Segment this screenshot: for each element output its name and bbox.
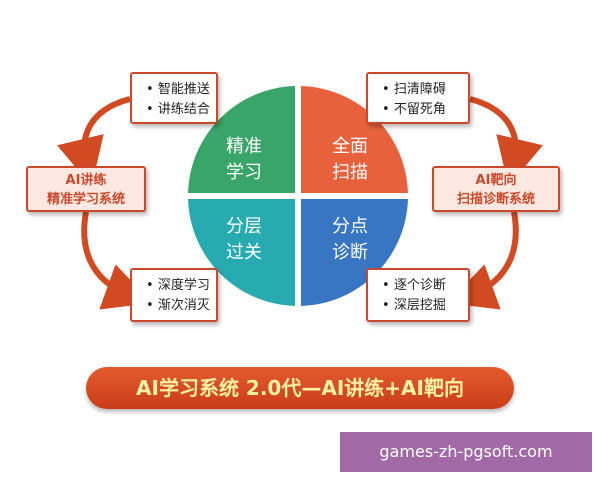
arrow-right-bottom — [447, 211, 519, 310]
arrow-right-top — [469, 96, 543, 187]
quadrant-bottom-right — [301, 199, 408, 306]
box-top-right-item-1: 扫清障碍 — [382, 80, 468, 100]
box-bottom-left-item-1: 深度学习 — [146, 276, 216, 296]
box-top-right: 扫清障碍 不留死角 — [366, 72, 470, 124]
quadrant-bottom-left-text: 分层 过关 — [204, 214, 284, 266]
quadrant-top-left-text: 精准 学习 — [204, 134, 284, 186]
watermark: games-zh-pgsoft.com — [340, 432, 592, 472]
quadrant-top-left-line2: 学习 — [226, 162, 262, 183]
quadrant-top-right-line1: 全面 — [332, 136, 368, 157]
box-bottom-left-item-2: 渐次消灭 — [146, 296, 216, 316]
label-right-line1: AI靶向 — [475, 173, 517, 188]
quadrant-bottom-right-line1: 分点 — [332, 216, 368, 237]
quadrant-top-left — [188, 86, 295, 193]
quadrant-top-right-text: 全面 扫描 — [310, 134, 390, 186]
quadrant-top-right — [301, 86, 408, 193]
box-bottom-right: 逐个诊断 深层挖掘 — [366, 268, 470, 322]
quadrant-bottom-right-line2: 诊断 — [332, 242, 368, 263]
label-right: AI靶向 扫描诊断系统 — [432, 166, 560, 212]
box-bottom-left: 深度学习 渐次消灭 — [130, 268, 218, 322]
arrow-left-bottom — [81, 211, 153, 310]
box-top-right-item-2: 不留死角 — [382, 100, 468, 120]
label-left-line1: AI讲练 — [65, 173, 107, 188]
label-left-line2: 精准学习系统 — [46, 192, 125, 207]
quadrant-bottom-left-line2: 过关 — [226, 242, 262, 263]
banner-title: AI学习系统 2.0代—AI讲练+AI靶向 — [86, 367, 514, 409]
box-bottom-right-item-2: 深层挖掘 — [382, 296, 468, 316]
quadrant-top-left-line1: 精准 — [226, 136, 262, 157]
label-right-line2: 扫描诊断系统 — [456, 192, 535, 207]
box-top-left-item-2: 讲练结合 — [146, 100, 216, 120]
box-top-left-item-1: 智能推送 — [146, 80, 216, 100]
arrow-left-top — [57, 96, 131, 187]
box-bottom-right-item-1: 逐个诊断 — [382, 276, 468, 296]
quadrant-bottom-right-text: 分点 诊断 — [310, 214, 390, 266]
box-top-left: 智能推送 讲练结合 — [130, 72, 218, 124]
quadrant-bottom-left — [188, 199, 295, 306]
quadrant-bottom-left-line1: 分层 — [226, 216, 262, 237]
label-left: AI讲练 精准学习系统 — [26, 166, 146, 212]
quadrant-top-right-line2: 扫描 — [332, 162, 368, 183]
